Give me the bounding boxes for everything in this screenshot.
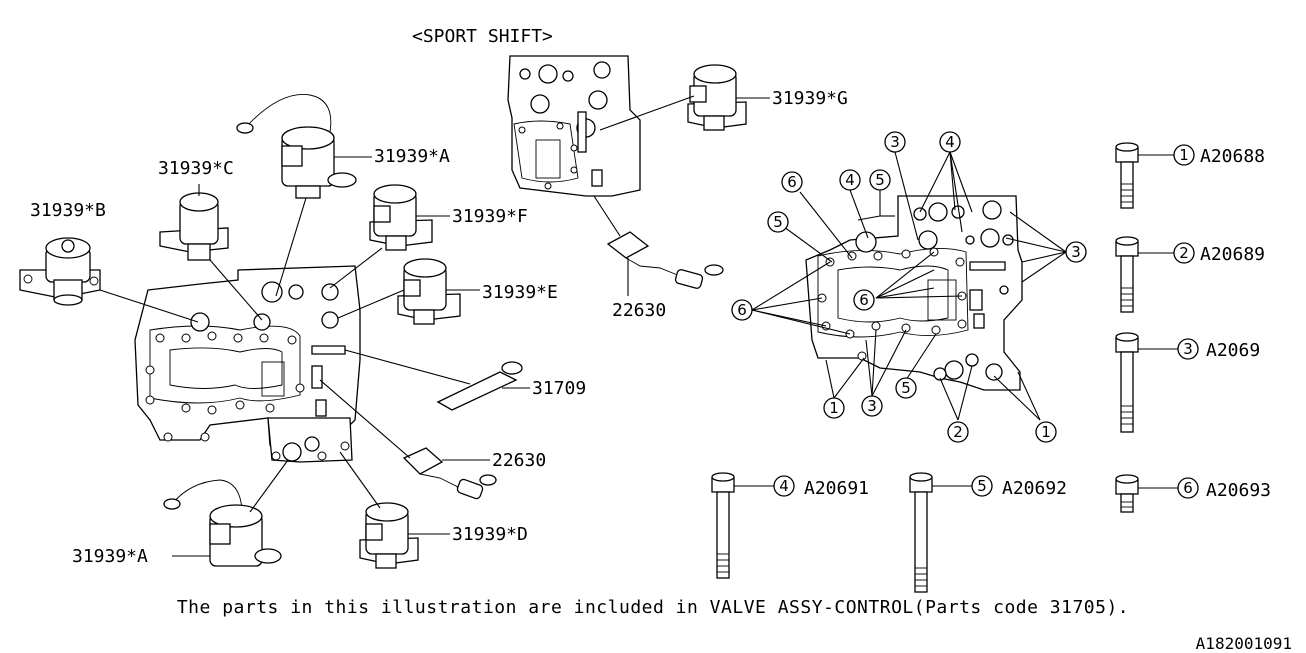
svg-text:5: 5 <box>773 213 783 231</box>
svg-text:2: 2 <box>953 423 963 441</box>
main-valve-body <box>134 265 361 463</box>
solenoid-c <box>159 192 229 261</box>
svg-text:3: 3 <box>1071 243 1081 261</box>
label-solenoid-c: 31939*C <box>158 158 234 179</box>
label-harness-main: 22630 <box>492 450 546 471</box>
drawing-number: A182001091 <box>1195 634 1292 653</box>
solenoid-a-upper <box>236 93 357 199</box>
label-solenoid-g: 31939*G <box>772 88 848 109</box>
solenoid-g <box>687 64 747 131</box>
svg-text:1: 1 <box>1179 146 1189 164</box>
bolt-part-6: A20693 <box>1206 480 1271 501</box>
callout-5-left: 5 <box>767 211 789 233</box>
label-solenoid-a-upper: 31939*A <box>374 146 450 167</box>
bolt-a20693: 6 A20693 <box>1115 474 1271 513</box>
label-solenoid-e: 31939*E <box>482 282 558 303</box>
bolt-a20691: 4 A20691 <box>711 472 869 579</box>
svg-text:3: 3 <box>890 133 900 151</box>
svg-text:6: 6 <box>859 291 869 309</box>
svg-text:3: 3 <box>867 397 877 415</box>
svg-text:4: 4 <box>779 477 789 495</box>
plate-31709 <box>436 361 523 411</box>
harness-main <box>402 447 497 500</box>
label-harness-sport: 22630 <box>612 300 666 321</box>
svg-text:5: 5 <box>977 477 987 495</box>
bolt-part-3: A2069 <box>1206 340 1260 361</box>
bolt-a20688: 1 A20688 <box>1115 142 1265 209</box>
label-solenoid-b: 31939*B <box>30 200 106 221</box>
harness-sport <box>606 231 724 289</box>
callout-leaders <box>751 151 1067 421</box>
label-plate: 31709 <box>532 378 586 399</box>
callout-3-right: 3 <box>1065 241 1087 263</box>
label-solenoid-a-lower: 31939*A <box>72 546 148 567</box>
bolt-location-valve-body <box>805 195 1023 391</box>
solenoid-e <box>397 258 461 325</box>
svg-text:4: 4 <box>945 133 955 151</box>
callout-5-top: 5 <box>869 169 891 191</box>
label-solenoid-d: 31939*D <box>452 524 528 545</box>
svg-text:6: 6 <box>787 173 797 191</box>
svg-text:3: 3 <box>1183 340 1193 358</box>
callout-4-mid: 4 <box>839 169 861 191</box>
bolt-a20692: 5 A20692 <box>909 472 1067 593</box>
callout-6-center: 6 <box>853 289 875 311</box>
callout-1-bottom-right: 1 <box>1035 421 1057 443</box>
svg-text:1: 1 <box>829 399 839 417</box>
callout-5-bottom: 5 <box>895 377 917 399</box>
callout-6-top: 6 <box>781 171 803 193</box>
callout-1-bottom-left: 1 <box>823 397 845 419</box>
bolt-a20689: 2 A20689 <box>1115 236 1265 313</box>
label-solenoid-f: 31939*F <box>452 206 528 227</box>
parts-note: The parts in this illustration are inclu… <box>176 597 1130 618</box>
callout-3-bottom: 3 <box>861 395 883 417</box>
callout-4-top: 4 <box>939 131 961 153</box>
solenoid-b <box>19 237 101 306</box>
svg-text:6: 6 <box>1183 479 1193 497</box>
bolt-part-2: A20689 <box>1200 244 1265 265</box>
svg-text:5: 5 <box>875 171 885 189</box>
bolt-part-5: A20692 <box>1002 478 1067 499</box>
callout-3-top: 3 <box>884 131 906 153</box>
solenoid-f <box>369 184 433 251</box>
callout-2-bottom: 2 <box>947 421 969 443</box>
sport-shift-title: <SPORT SHIFT> <box>412 26 553 47</box>
svg-text:4: 4 <box>845 171 855 189</box>
svg-text:5: 5 <box>901 379 911 397</box>
bolt-part-1: A20688 <box>1200 146 1265 167</box>
svg-text:6: 6 <box>737 301 747 319</box>
solenoid-d <box>359 502 419 569</box>
svg-text:2: 2 <box>1179 244 1189 262</box>
bolt-part-4: A20691 <box>804 478 869 499</box>
solenoid-a-lower <box>163 479 282 567</box>
sport-shift-valve-body <box>507 55 641 197</box>
svg-text:1: 1 <box>1041 423 1051 441</box>
callout-6-left: 6 <box>731 299 753 321</box>
bolt-a2069: 3 A2069 <box>1115 332 1260 433</box>
